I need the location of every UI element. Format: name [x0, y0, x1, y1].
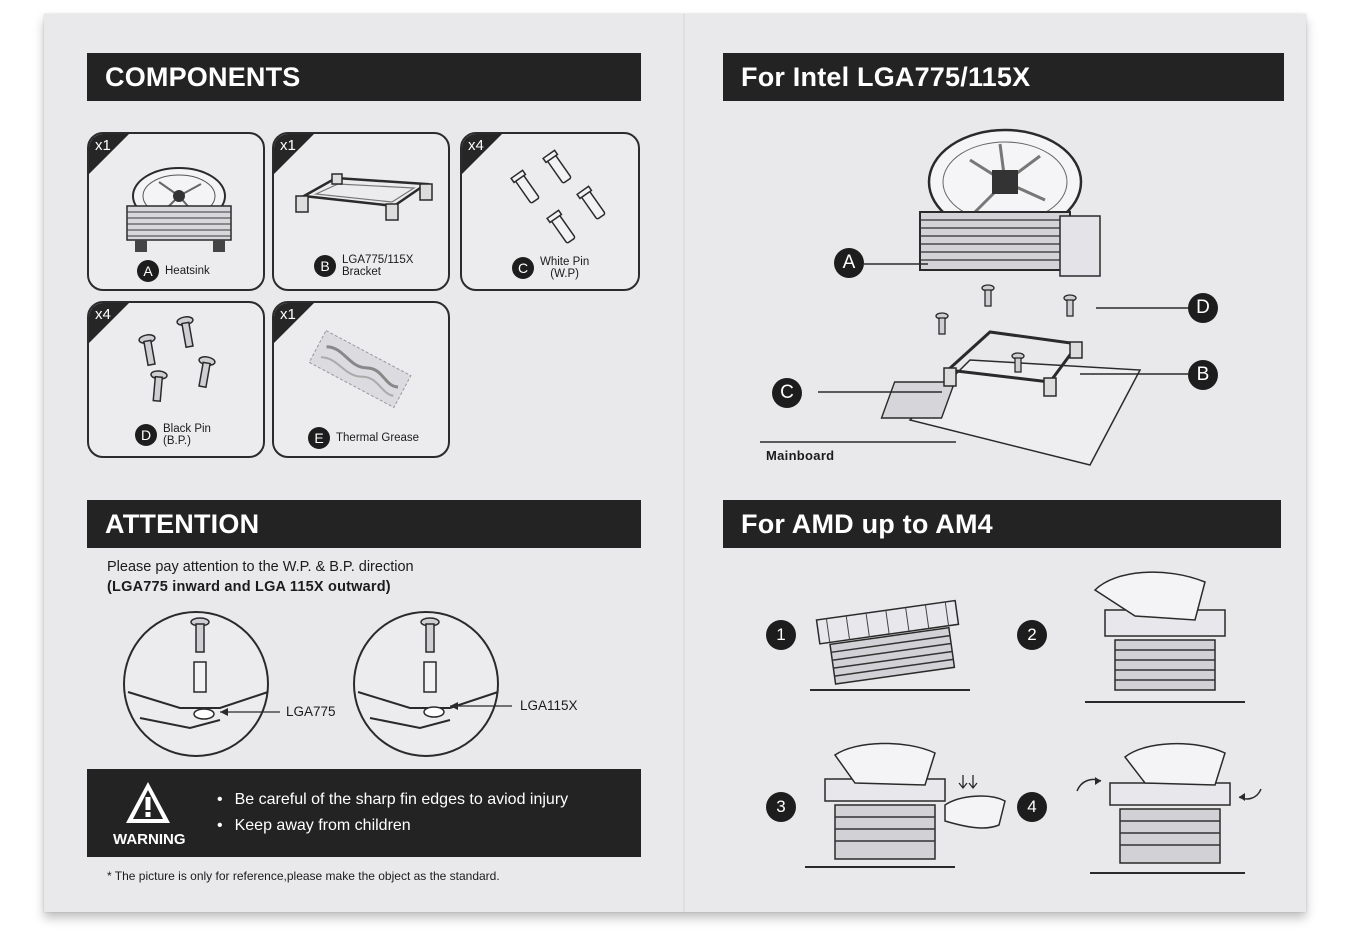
component-name: Thermal Grease [336, 432, 420, 444]
amd-step2-illustration [1085, 571, 1245, 703]
thermal-grease-illustration [308, 329, 412, 409]
component-name-line2: Bracket [342, 266, 381, 278]
component-name: White Pin [540, 256, 590, 268]
bracket-illustration [295, 173, 433, 221]
qty-label: x4 [468, 137, 484, 154]
callout-d: D [1188, 293, 1218, 323]
warning-triangle-icon [126, 782, 170, 823]
amd-step1-illustration [810, 599, 970, 691]
white-pin-illustration [510, 149, 606, 244]
lga115x-label: LGA115X [520, 698, 578, 713]
qty-corner [462, 134, 503, 175]
warning-list: Be careful of the sharp fin edges to avi… [217, 787, 569, 839]
page-fold [683, 14, 685, 912]
letter-badge: A [137, 260, 159, 282]
component-label: E Thermal Grease [308, 427, 419, 449]
component-name: Heatsink [165, 265, 210, 277]
mainboard-label: Mainboard [766, 448, 835, 463]
component-label: C White Pin (W.P) [512, 256, 589, 280]
pin-direction-diagram [123, 611, 512, 757]
component-name: Black Pin [163, 423, 211, 435]
letter-badge: B [314, 255, 336, 277]
qty-corner [89, 134, 130, 175]
warning-item: Keep away from children [217, 813, 568, 839]
intel-header: For Intel LGA775/115X [723, 53, 1284, 101]
intel-install-diagram [760, 128, 1188, 466]
warning-box: WARNING Be careful of the sharp fin edge… [87, 769, 641, 857]
qty-label: x1 [280, 306, 296, 323]
qty-label: x1 [95, 137, 111, 154]
component-name-block: White Pin (W.P) [540, 256, 589, 280]
lga775-label: LGA775 [286, 704, 336, 719]
component-card-heatsink: x1 A Heatsink [87, 132, 265, 291]
callout-b: B [1188, 360, 1218, 390]
component-name-block: Black Pin (B.P.) [163, 423, 211, 447]
attention-line2: (LGA775 inward and LGA 115X outward) [107, 579, 391, 595]
qty-corner [89, 303, 130, 344]
component-name-line2: (B.P.) [163, 435, 191, 447]
component-card-bracket: x1 B LGA775/115X Bracket [272, 132, 450, 291]
footnote: * The picture is only for reference,plea… [107, 869, 500, 883]
letter-badge: C [512, 257, 534, 279]
qty-label: x1 [280, 137, 296, 154]
qty-corner [274, 134, 315, 175]
letter-badge: E [308, 427, 330, 449]
amd-step-badge: 3 [766, 792, 796, 822]
components-header: COMPONENTS [87, 53, 641, 101]
amd-step-badge: 1 [766, 620, 796, 650]
amd-step4-illustration [1076, 742, 1262, 874]
component-name: LGA775/115X [342, 254, 414, 266]
warning-label: WARNING [113, 831, 186, 848]
component-label: B LGA775/115X Bracket [314, 254, 413, 278]
amd-step-badge: 4 [1017, 792, 1047, 822]
component-card-white-pin: x4 C White Pin (W.P) [460, 132, 640, 291]
attention-line1: Please pay attention to the W.P. & B.P. … [107, 559, 414, 575]
component-name-line2: (W.P) [550, 268, 579, 280]
heatsink-illustration [126, 167, 232, 252]
callout-c: C [772, 378, 802, 408]
attention-text: Please pay attention to the W.P. & B.P. … [107, 557, 414, 597]
callout-a: A [834, 248, 864, 278]
black-pin-illustration [138, 316, 216, 403]
component-card-black-pin: x4 D Black Pin (B.P.) [87, 301, 265, 458]
qty-corner [274, 303, 315, 344]
warning-item: Be careful of the sharp fin edges to avi… [217, 787, 569, 813]
qty-label: x4 [95, 306, 111, 323]
letter-badge: D [135, 424, 157, 446]
attention-header: ATTENTION [87, 500, 641, 548]
component-label: D Black Pin (B.P.) [135, 423, 211, 447]
component-name-block: LGA775/115X Bracket [342, 254, 413, 278]
amd-header: For AMD up to AM4 [723, 500, 1281, 548]
amd-step3-illustration [805, 742, 1006, 868]
component-label: A Heatsink [137, 260, 210, 282]
amd-step-badge: 2 [1017, 620, 1047, 650]
component-card-thermal-grease: x1 E Thermal Grease [272, 301, 450, 458]
